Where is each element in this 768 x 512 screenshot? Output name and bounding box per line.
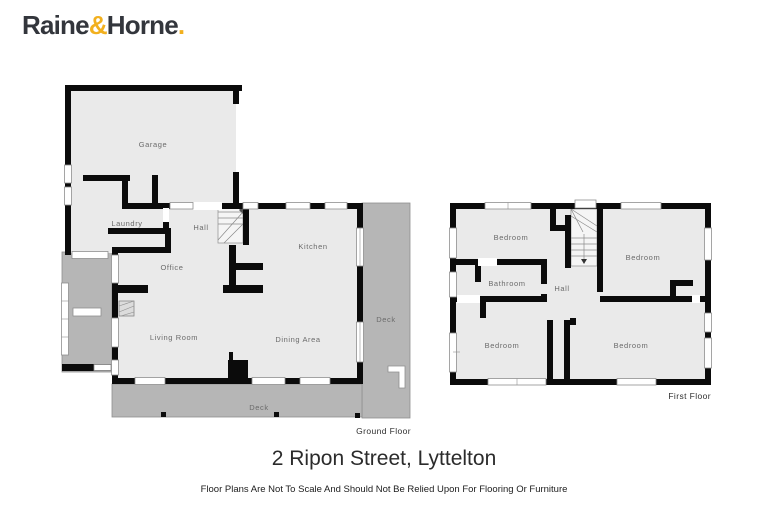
label-hall-ground: Hall <box>193 223 208 232</box>
ground-windows <box>61 164 364 385</box>
stairs-first-icon <box>570 208 598 267</box>
ground-room-labels: Garage Laundry Hall Kitchen Office Livin… <box>111 140 395 412</box>
chimney-icon <box>228 352 248 384</box>
logo-word-raine: Raine <box>22 10 90 40</box>
label-bedroom-top-left: Bedroom <box>494 233 529 242</box>
ground-floor-plan: Garage Laundry Hall Kitchen Office Livin… <box>61 85 411 436</box>
label-deck-bottom: Deck <box>249 403 269 412</box>
caption-ground-floor: Ground Floor <box>356 426 411 436</box>
label-dining-area: Dining Area <box>275 335 321 344</box>
first-room-labels: Bedroom Bedroom Bathroom Hall Bedroom Be… <box>485 233 661 350</box>
deck-posts <box>161 412 360 418</box>
label-bedroom-bottom-left: Bedroom <box>485 341 520 350</box>
label-bathroom: Bathroom <box>488 279 525 288</box>
fireplace-icon <box>118 300 135 317</box>
label-laundry: Laundry <box>111 219 142 228</box>
label-garage: Garage <box>139 140 168 149</box>
room-entry <box>155 181 236 206</box>
label-deck-right: Deck <box>376 315 396 324</box>
first-windows <box>449 199 712 386</box>
first-door-gaps <box>457 258 700 303</box>
logo-ampersand: & <box>88 10 108 40</box>
label-office: Office <box>160 263 183 272</box>
label-bedroom-right: Bedroom <box>626 253 661 262</box>
deck-bottom-area <box>111 383 363 418</box>
label-bedroom-bottom-right: Bedroom <box>614 341 649 350</box>
stairs-ground-icon <box>217 205 244 244</box>
caption-first-floor: First Floor <box>668 391 711 401</box>
deck-step-icon <box>387 365 406 389</box>
disclaimer-text: Floor Plans Are Not To Scale And Should … <box>200 484 568 495</box>
room-laundry <box>68 175 122 253</box>
ground-door-gaps <box>163 202 222 222</box>
logo-dot: . <box>177 10 185 40</box>
raine-horne-logo: Raine&Horne. <box>22 10 185 41</box>
logo-word-horne: Horne <box>106 10 179 40</box>
label-hall-first: Hall <box>554 284 569 293</box>
label-living-room: Living Room <box>150 333 198 342</box>
property-address-title: 2 Ripon Street, Lyttelton <box>271 447 497 470</box>
first-floor-plan: Bedroom Bedroom Bathroom Hall Bedroom Be… <box>449 199 712 401</box>
label-kitchen: Kitchen <box>298 242 327 251</box>
